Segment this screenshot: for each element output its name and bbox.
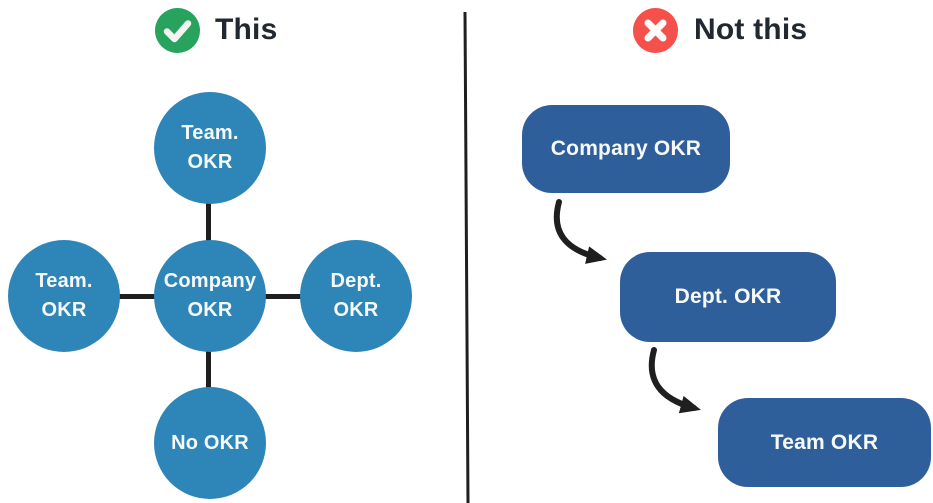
- box-dept-okr: Dept. OKR: [620, 252, 836, 342]
- node-label: No OKR: [171, 431, 249, 454]
- box-team-okr: Team OKR: [718, 398, 931, 487]
- right-panel-title: Not this: [694, 13, 808, 46]
- node-dept-okr: Dept. OKR: [300, 240, 412, 352]
- node-team-okr-top: Team. OKR: [154, 92, 266, 204]
- connector-top: [206, 203, 211, 243]
- node-label: Dept. OKR: [330, 270, 382, 321]
- cross-icon: [633, 8, 678, 53]
- box-label: Dept. OKR: [674, 285, 782, 308]
- box-company-okr: Company OKR: [522, 105, 730, 193]
- box-label: Team OKR: [770, 430, 879, 454]
- arrow-dept-to-team: [648, 347, 701, 414]
- node-label: Team. OKR: [181, 122, 239, 173]
- cross-icon-glyph: [644, 19, 667, 42]
- connector-right: [263, 294, 303, 299]
- node-label: Team. OKR: [35, 270, 93, 321]
- check-icon: [155, 8, 200, 53]
- panel-divider: [463, 12, 470, 503]
- arrow-company-to-dept: [553, 199, 607, 264]
- check-icon-glyph: [163, 20, 192, 43]
- node-no-okr: No OKR: [154, 387, 266, 499]
- left-panel-title: This: [215, 13, 278, 46]
- node-label: Company OKR: [163, 270, 257, 321]
- connector-left: [117, 294, 157, 299]
- connector-bottom: [206, 349, 211, 390]
- box-label: Company OKR: [550, 137, 702, 160]
- node-team-okr-left: Team. OKR: [8, 240, 120, 352]
- node-company-okr: Company OKR: [154, 240, 266, 352]
